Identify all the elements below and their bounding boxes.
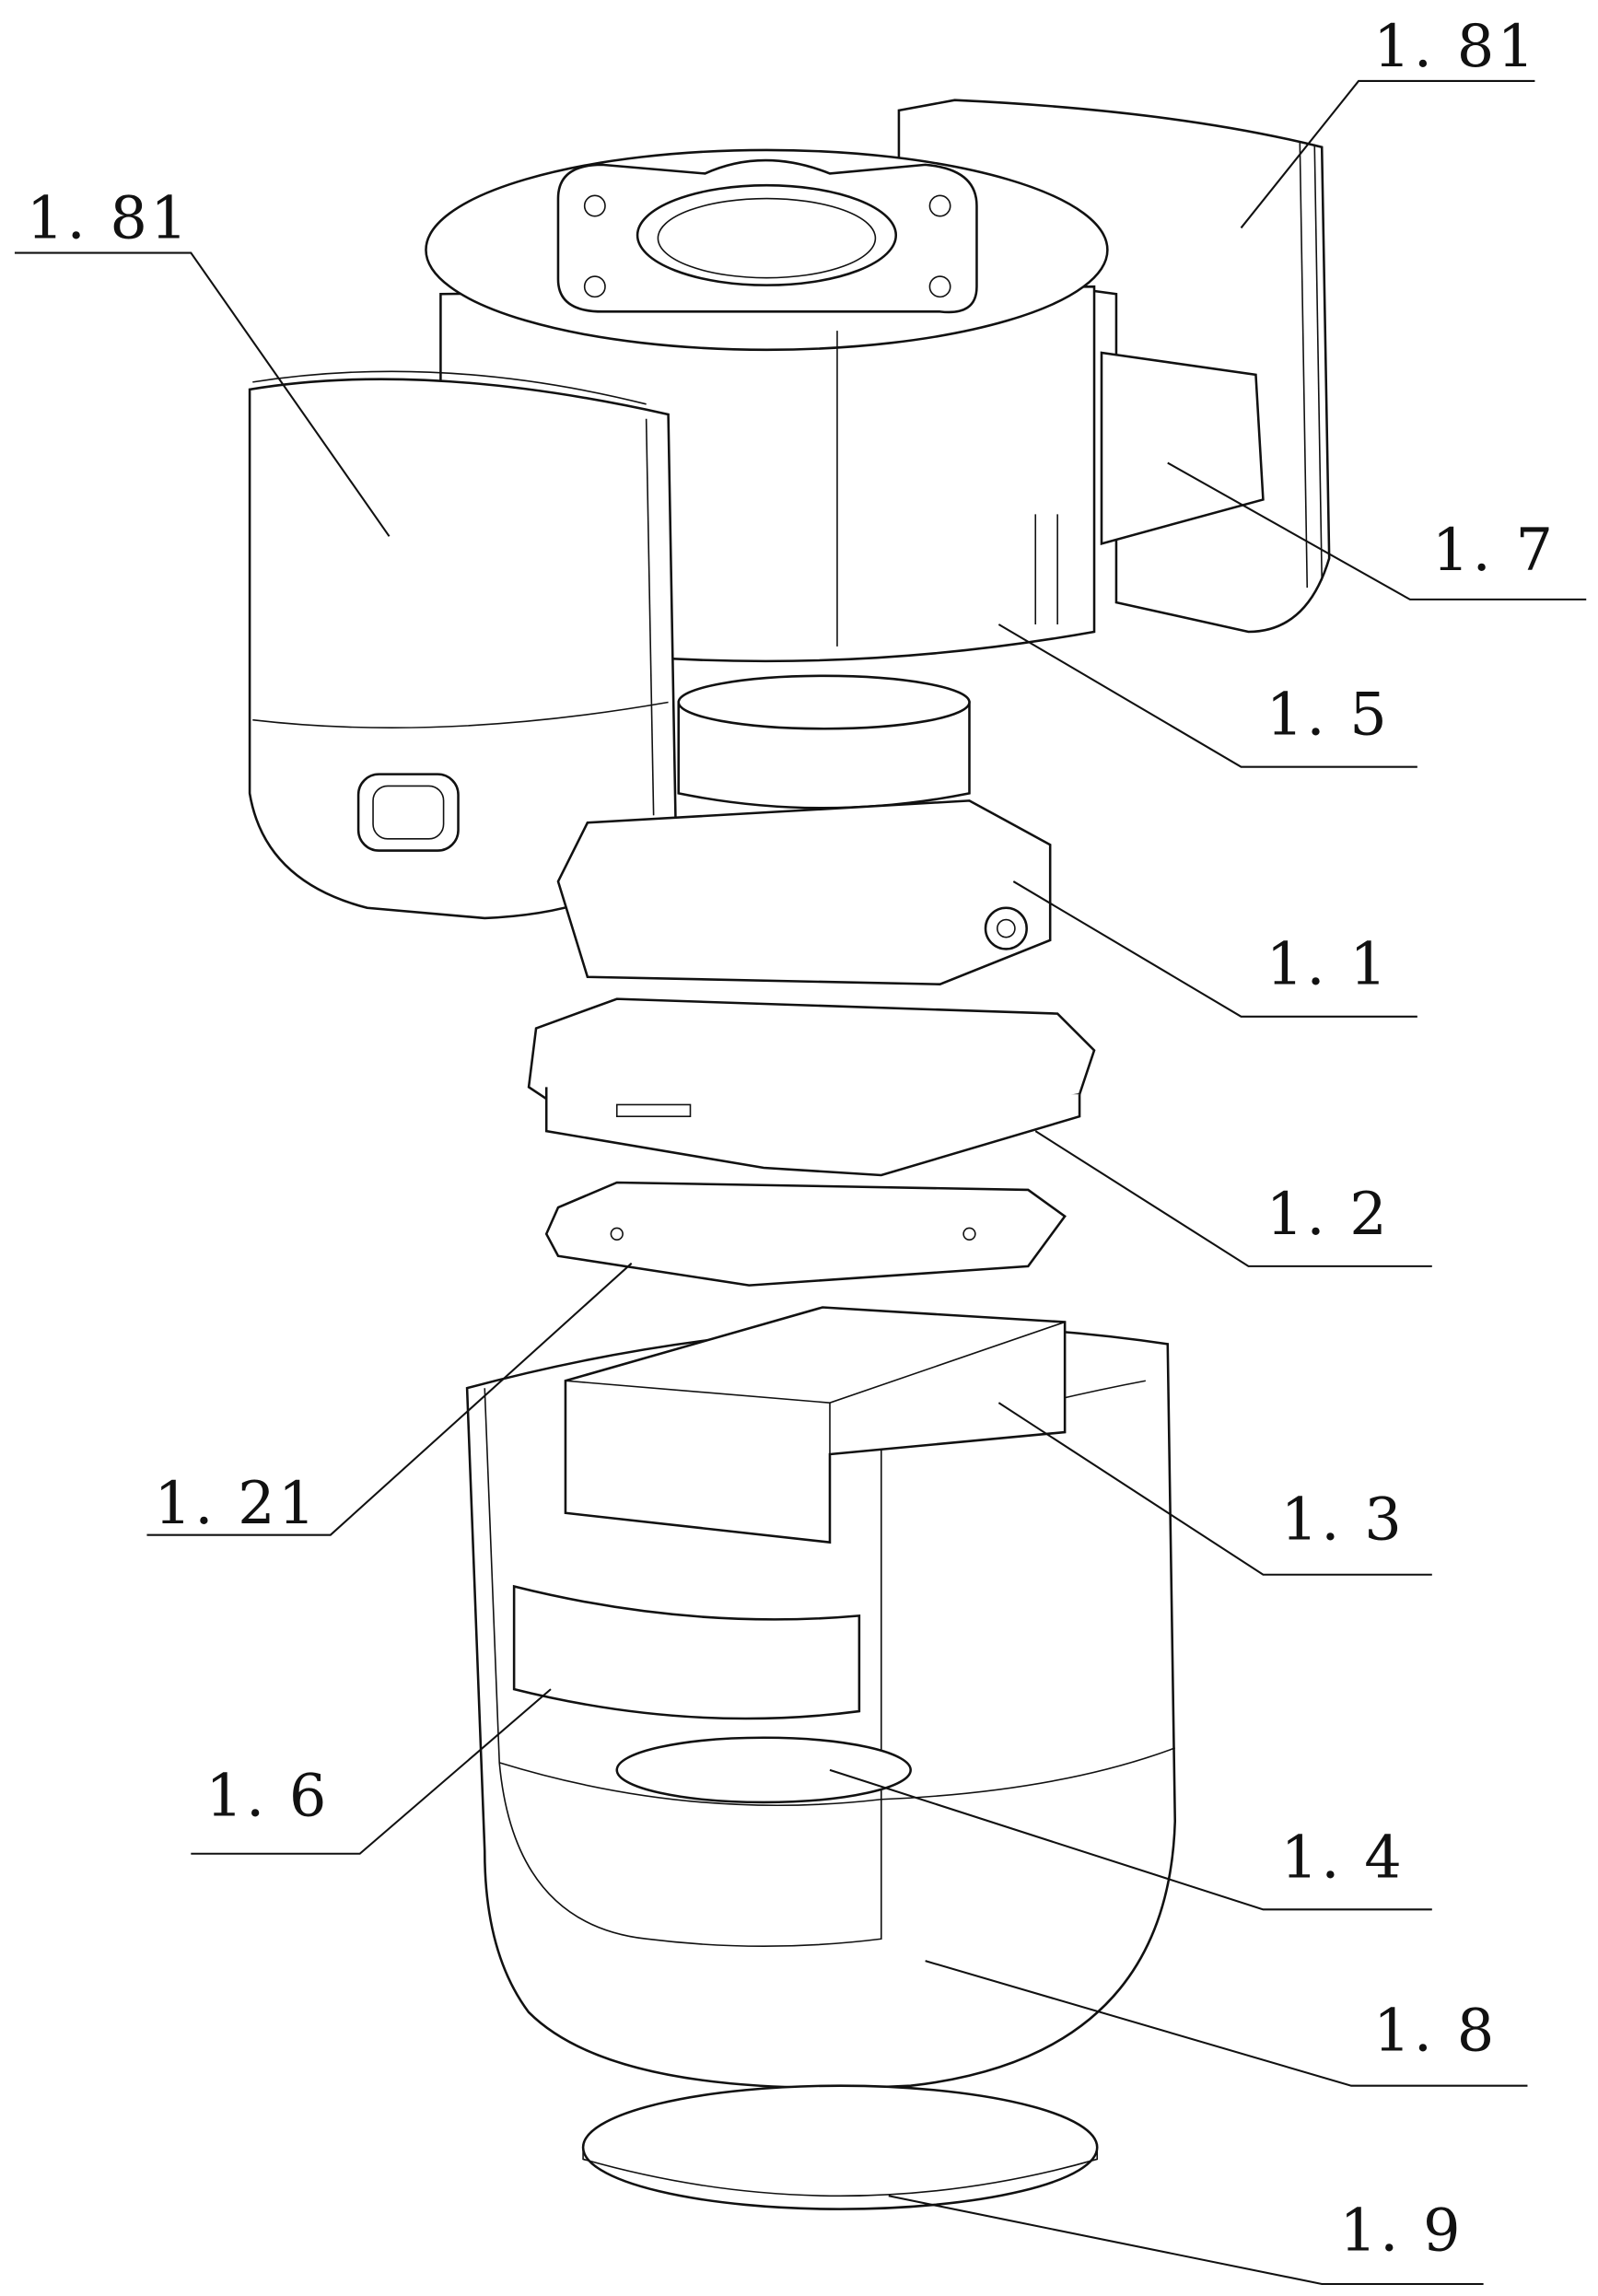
circuit-board — [529, 999, 1094, 1175]
label-1-7: 1. 7 — [1432, 517, 1556, 585]
label-1-8: 1. 8 — [1373, 1997, 1497, 2065]
label-1-81-left: 1. 81 — [27, 185, 191, 253]
label-1-2: 1. 2 — [1266, 1181, 1390, 1249]
label-1-81-right: 1. 81 — [1373, 13, 1537, 81]
label-1-21: 1. 21 — [154, 1470, 318, 1538]
label-1-9: 1. 9 — [1339, 2197, 1463, 2265]
base-disc — [583, 2086, 1097, 2209]
label-1-5: 1. 5 — [1266, 682, 1390, 750]
label-1-3: 1. 3 — [1281, 1486, 1405, 1554]
label-1-4: 1. 4 — [1281, 1824, 1405, 1892]
label-1-6: 1. 6 — [205, 1762, 329, 1830]
label-1-1: 1. 1 — [1266, 931, 1390, 999]
speaker-plate — [617, 1738, 911, 1802]
